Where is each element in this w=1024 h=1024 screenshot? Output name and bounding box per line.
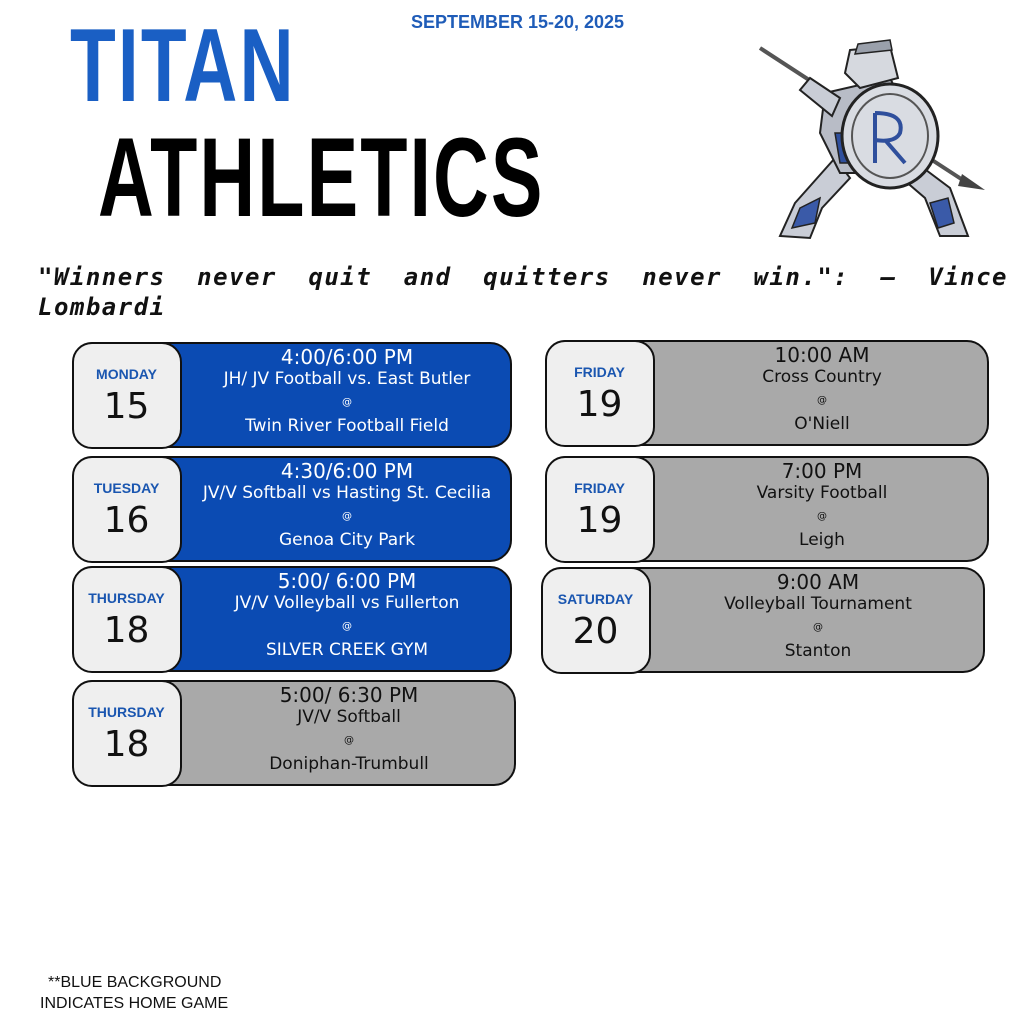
event-card: SATURDAY 20 9:00 AM Volleyball Tournamen… — [540, 566, 985, 674]
event-info: 9:00 AM Volleyball Tournament @ Stanton — [653, 569, 983, 671]
event-name: JV/V Softball vs Hasting St. Cecilia — [202, 483, 492, 503]
quote: "Winners never quit and quitters never w… — [38, 263, 1008, 321]
event-card: MONDAY 15 4:00/6:00 PM JH/ JV Football v… — [71, 341, 512, 449]
date-box: THURSDAY 18 — [71, 565, 182, 673]
day-name: FRIDAY — [574, 363, 625, 380]
day-name: THURSDAY — [88, 589, 165, 606]
event-card: TUESDAY 16 4:30/6:00 PM JV/V Softball vs… — [71, 455, 512, 563]
day-number: 16 — [103, 499, 150, 541]
title-athletics: ATHLETICS — [98, 115, 545, 240]
footnote: **BLUE BACKGROUND INDICATES HOME GAME — [40, 972, 228, 1014]
day-name: TUESDAY — [93, 479, 160, 496]
day-name: MONDAY — [96, 365, 157, 382]
event-info: 5:00/ 6:00 PM JV/V Volleyball vs Fullert… — [184, 568, 510, 670]
day-name: SATURDAY — [557, 590, 634, 607]
event-info: 4:00/6:00 PM JH/ JV Football vs. East Bu… — [184, 344, 510, 446]
event-time: 5:00/ 6:30 PM — [279, 683, 419, 707]
footnote-line-1: **BLUE BACKGROUND — [48, 974, 222, 991]
titan-warrior-logo-icon — [758, 39, 985, 240]
event-name: Varsity Football — [756, 483, 888, 503]
day-number: 15 — [103, 385, 150, 427]
event-venue: Leigh — [799, 530, 845, 550]
day-name: THURSDAY — [88, 703, 165, 720]
event-venue: Doniphan-Trumbull — [269, 754, 429, 774]
date-range: SEPTEMBER 15-20, 2025 — [410, 12, 625, 32]
event-card: THURSDAY 18 5:00/ 6:30 PM JV/V Softball … — [71, 679, 516, 787]
day-name: FRIDAY — [574, 479, 625, 496]
event-venue: Stanton — [784, 641, 852, 661]
at-symbol: @ — [342, 621, 352, 632]
event-time: 4:00/6:00 PM — [280, 345, 414, 369]
event-info: 7:00 PM Varsity Football @ Leigh — [657, 458, 987, 560]
day-number: 18 — [103, 609, 150, 651]
event-time: 10:00 AM — [774, 343, 870, 367]
event-time: 9:00 AM — [776, 570, 860, 594]
event-name: JH/ JV Football vs. East Butler — [223, 369, 471, 389]
date-box: FRIDAY 19 — [544, 455, 655, 563]
event-name: JV/V Volleyball vs Fullerton — [234, 593, 460, 613]
day-number: 20 — [572, 610, 619, 652]
date-box: MONDAY 15 — [71, 341, 182, 449]
day-number: 19 — [576, 383, 623, 425]
event-venue: Genoa City Park — [278, 530, 416, 550]
event-info: 10:00 AM Cross Country @ O'Niell — [657, 342, 987, 444]
event-time: 4:30/6:00 PM — [280, 459, 414, 483]
at-symbol: @ — [342, 511, 352, 522]
event-name: Cross Country — [762, 367, 882, 387]
at-symbol: @ — [344, 735, 354, 746]
at-symbol: @ — [817, 395, 827, 406]
footnote-line-2: INDICATES HOME GAME — [40, 995, 229, 1012]
day-number: 18 — [103, 723, 150, 765]
date-box: SATURDAY 20 — [540, 566, 651, 674]
at-symbol: @ — [817, 511, 827, 522]
event-card: FRIDAY 19 10:00 AM Cross Country @ O'Nie… — [544, 339, 989, 447]
date-box: THURSDAY 18 — [71, 679, 182, 787]
event-card: FRIDAY 19 7:00 PM Varsity Football @ Lei… — [544, 455, 989, 563]
event-name: JV/V Softball — [297, 707, 401, 727]
event-time: 5:00/ 6:00 PM — [277, 569, 417, 593]
at-symbol: @ — [342, 397, 352, 408]
event-venue: Twin River Football Field — [245, 416, 449, 436]
event-time: 7:00 PM — [781, 459, 863, 483]
date-box: TUESDAY 16 — [71, 455, 182, 563]
event-info: 5:00/ 6:30 PM JV/V Softball @ Doniphan-T… — [184, 682, 514, 784]
event-venue: SILVER CREEK GYM — [265, 640, 429, 660]
event-card: THURSDAY 18 5:00/ 6:00 PM JV/V Volleybal… — [71, 565, 512, 673]
event-name: Volleyball Tournament — [724, 594, 912, 614]
day-number: 19 — [576, 499, 623, 541]
event-venue: O'Niell — [794, 414, 850, 434]
at-symbol: @ — [813, 622, 823, 633]
title-titan: TITAN — [70, 8, 296, 124]
event-info: 4:30/6:00 PM JV/V Softball vs Hasting St… — [184, 458, 510, 560]
date-box: FRIDAY 19 — [544, 339, 655, 447]
